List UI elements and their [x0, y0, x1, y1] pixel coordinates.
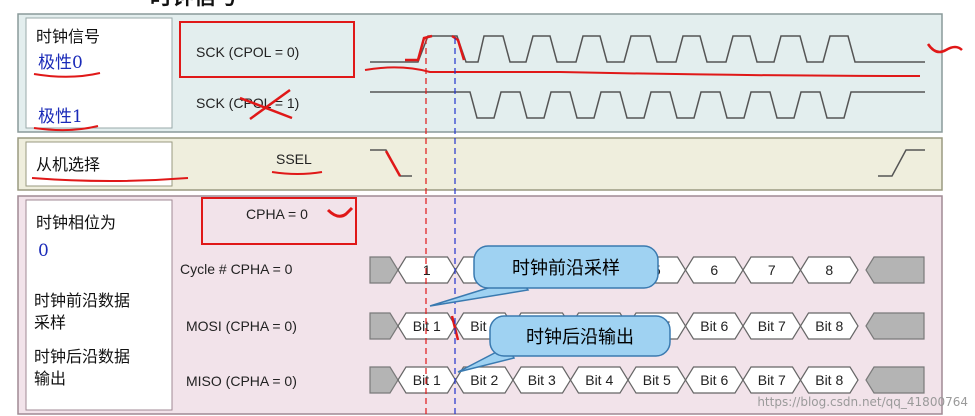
callout-leading-text: 时钟前沿采样 — [512, 258, 620, 279]
mosi-label: Bit 8 — [815, 318, 843, 334]
cycle-label: 8 — [825, 262, 833, 278]
miso-cell — [799, 366, 859, 394]
highlight-cpha — [201, 197, 357, 245]
mosi-label: Bit 1 — [413, 318, 441, 334]
miso-row: Bit 1 Bit 2 Bit 3 Bit 4 Bit 5 Bit 6 Bit 7 Bit 8 — [369, 366, 925, 394]
annot-leading-edge — [405, 34, 466, 62]
annot-tick — [926, 43, 963, 54]
label-miso: MISO (CPHA = 0) — [186, 373, 297, 389]
cycle-label: 1 — [423, 262, 431, 278]
miso-label: Bit 2 — [470, 372, 498, 388]
note-sample-on-leading: 时钟前沿数据采样 — [34, 291, 131, 332]
annot-cpha-mark — [326, 206, 354, 218]
miso-label: Bit 6 — [700, 372, 728, 388]
note-clock-signal: 时钟信号 — [36, 27, 100, 46]
mosi-end-cap — [865, 312, 925, 340]
cycle-cell — [799, 256, 859, 284]
miso-label: Bit 3 — [528, 372, 556, 388]
cycle-label: 6 — [710, 262, 718, 278]
label-cpha: CPHA = 0 — [246, 206, 308, 222]
note-polarity0: 极性0 — [38, 53, 83, 73]
underline-polarity1 — [33, 125, 99, 132]
callout-trailing-text: 时钟后沿输出 — [526, 327, 634, 348]
sck-cpol0-waveform — [370, 35, 925, 63]
mosi-cell — [799, 312, 859, 340]
miso-start-cap — [369, 366, 399, 394]
mosi-label: Bit 7 — [758, 318, 786, 334]
watermark: https://blog.csdn.net/qq_41800764 — [757, 395, 968, 409]
note-phase-label: 时钟相位为 — [36, 213, 116, 232]
note-output-on-trailing: 时钟后沿数据输出 — [34, 347, 131, 388]
note-polarity1: 极性1 — [38, 107, 83, 127]
underline-polarity0 — [33, 72, 101, 78]
heading-fragment: 时钟信号 — [150, 0, 238, 10]
note-phase-value: 0 — [38, 241, 49, 261]
underline-slave-select — [31, 177, 189, 182]
note-slave-select: 从机选择 — [36, 155, 100, 174]
label-sck-cpol0: SCK (CPOL = 0) — [196, 44, 299, 60]
miso-label: Bit 8 — [815, 372, 843, 388]
cpha-notes-box — [25, 199, 173, 411]
ssel-waveform-end — [878, 149, 925, 177]
label-sck-cpol1: SCK (CPOL = 1) — [196, 95, 299, 111]
miso-label: Bit 1 — [413, 372, 441, 388]
strike-cpol1 — [239, 88, 293, 121]
label-ssel: SSEL — [276, 151, 312, 167]
miso-end-cap — [865, 366, 925, 394]
cycle-end-cap — [865, 256, 925, 284]
cycle-start-cap — [369, 256, 399, 284]
mosi-label: Bit 6 — [700, 318, 728, 334]
label-cycle: Cycle # CPHA = 0 — [180, 261, 293, 277]
ssel-annot-fall — [384, 150, 402, 177]
miso-label: Bit 4 — [585, 372, 613, 388]
miso-label: Bit 7 — [758, 372, 786, 388]
highlight-sck-cpol0 — [179, 21, 355, 78]
mosi-start-cap — [369, 312, 399, 340]
sck-cpol1-waveform — [370, 91, 925, 119]
callout-leading-bubble — [473, 245, 659, 289]
annot-sck-underline — [364, 66, 921, 77]
cycle-label: 7 — [768, 262, 776, 278]
underline-ssel — [271, 171, 323, 175]
label-mosi: MOSI (CPHA = 0) — [186, 318, 297, 334]
miso-label: Bit 5 — [643, 372, 671, 388]
callout-trailing-bubble — [489, 315, 671, 357]
